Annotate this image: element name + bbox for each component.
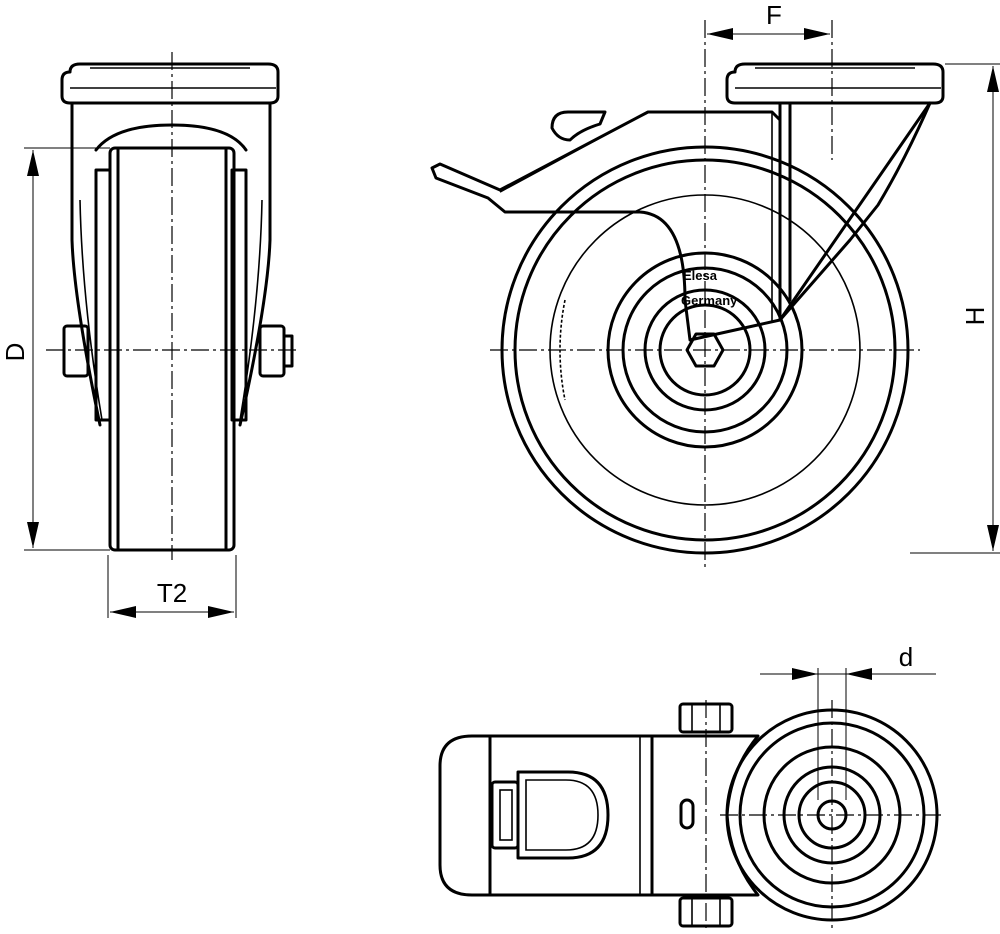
dimension-label-d: d bbox=[899, 642, 913, 672]
brand-marking-line1: Elesa bbox=[683, 268, 718, 283]
side-axle-end bbox=[282, 334, 294, 368]
side-top-plate bbox=[60, 62, 280, 105]
top-view bbox=[438, 700, 945, 930]
front-brake-lever bbox=[430, 110, 782, 342]
side-fork bbox=[70, 101, 272, 427]
side-fork-plate-left bbox=[94, 168, 112, 422]
side-axle-nut-left bbox=[62, 324, 90, 378]
brand-marking-line2: Germany bbox=[681, 293, 738, 308]
dimension-d bbox=[760, 668, 936, 800]
front-fork bbox=[778, 101, 932, 322]
dimension-label-T2: T2 bbox=[157, 578, 187, 608]
front-view bbox=[430, 20, 945, 570]
dimension-D bbox=[24, 147, 110, 551]
side-axle-nut-right bbox=[258, 324, 286, 378]
top-brake-pad bbox=[516, 770, 610, 860]
dimension-label-D: D bbox=[0, 343, 30, 362]
dimension-F bbox=[707, 28, 830, 40]
dimension-H bbox=[910, 63, 1000, 554]
dimension-label-F: F bbox=[766, 0, 782, 30]
front-top-plate bbox=[725, 62, 945, 105]
dimension-label-H: H bbox=[960, 307, 990, 326]
side-fork-plate-right bbox=[230, 168, 248, 422]
dimension-T2 bbox=[107, 555, 237, 618]
side-view bbox=[46, 52, 300, 560]
top-bracket-body bbox=[438, 734, 760, 897]
